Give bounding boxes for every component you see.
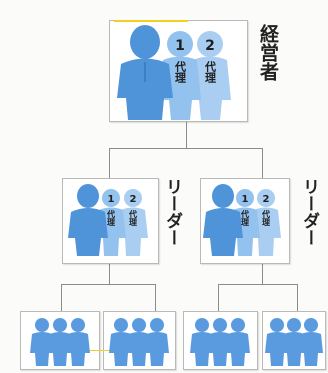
connector-leader2-down xyxy=(262,264,263,285)
leader-figure xyxy=(203,184,243,256)
connector-leader1-down xyxy=(109,264,110,285)
leader-group-figure-2: 1 2 代理 代理 xyxy=(203,184,281,256)
team-member-figure xyxy=(282,318,306,366)
deputy-label: 代理 xyxy=(262,209,271,227)
deputy-label: 代理 xyxy=(174,60,188,83)
connector-exec-horizontal xyxy=(109,148,262,149)
leader-title-1: リーダー xyxy=(162,178,182,246)
deputy-label: 代理 xyxy=(107,209,116,227)
connector-team2-up xyxy=(155,284,156,311)
deputy-number: 2 xyxy=(205,38,215,54)
leader-title-2: リーダー xyxy=(299,178,319,246)
deputy-label: 代理 xyxy=(204,60,218,83)
team-member-figure xyxy=(127,318,151,366)
executive-title: 経営者 xyxy=(257,24,279,81)
team-figures-2 xyxy=(109,318,169,366)
team-figures-4 xyxy=(265,318,323,366)
deputy-number: 1 xyxy=(242,194,249,205)
deputy-number: 1 xyxy=(175,38,185,54)
connector-leader2-up xyxy=(262,148,263,178)
team-member-figure xyxy=(48,318,72,366)
executive-group-figure: 1 2 代理 代理 xyxy=(117,25,231,120)
deputy-figure xyxy=(118,189,148,256)
leader-group-figure-1: 1 2 代理 代理 xyxy=(68,184,148,256)
team-member-figure xyxy=(30,318,54,366)
executive-figure xyxy=(117,25,173,120)
team-member-figure xyxy=(145,318,169,366)
team-member-figure xyxy=(299,318,323,366)
executive-highlight-line xyxy=(114,20,188,22)
deputy-figure xyxy=(251,189,281,256)
connector-leader2-horizontal xyxy=(218,284,297,285)
leader-figure xyxy=(68,184,108,256)
connector-exec-down xyxy=(186,122,187,149)
team-member-figure xyxy=(226,318,250,366)
deputy-number: 1 xyxy=(108,194,115,205)
deputy-figure xyxy=(190,31,231,120)
team-member-figure xyxy=(265,318,289,366)
team-member-figure xyxy=(208,318,232,366)
deputy-label: 代理 xyxy=(129,209,138,227)
team-figures-1 xyxy=(30,318,90,366)
team-member-figure xyxy=(109,318,133,366)
deputy-label: 代理 xyxy=(241,209,250,227)
deputy-figure xyxy=(160,31,201,120)
connector-team3-up xyxy=(218,284,219,311)
connector-leader1-up xyxy=(109,148,110,178)
team-member-figure xyxy=(66,318,90,366)
connector-team1-up xyxy=(61,284,62,311)
connector-team4-up xyxy=(297,284,298,311)
connector-leader1-horizontal xyxy=(61,284,155,285)
deputy-number: 2 xyxy=(130,194,137,205)
team-figures-3 xyxy=(190,318,250,366)
team-member-figure xyxy=(190,318,214,366)
deputy-number: 2 xyxy=(263,194,270,205)
